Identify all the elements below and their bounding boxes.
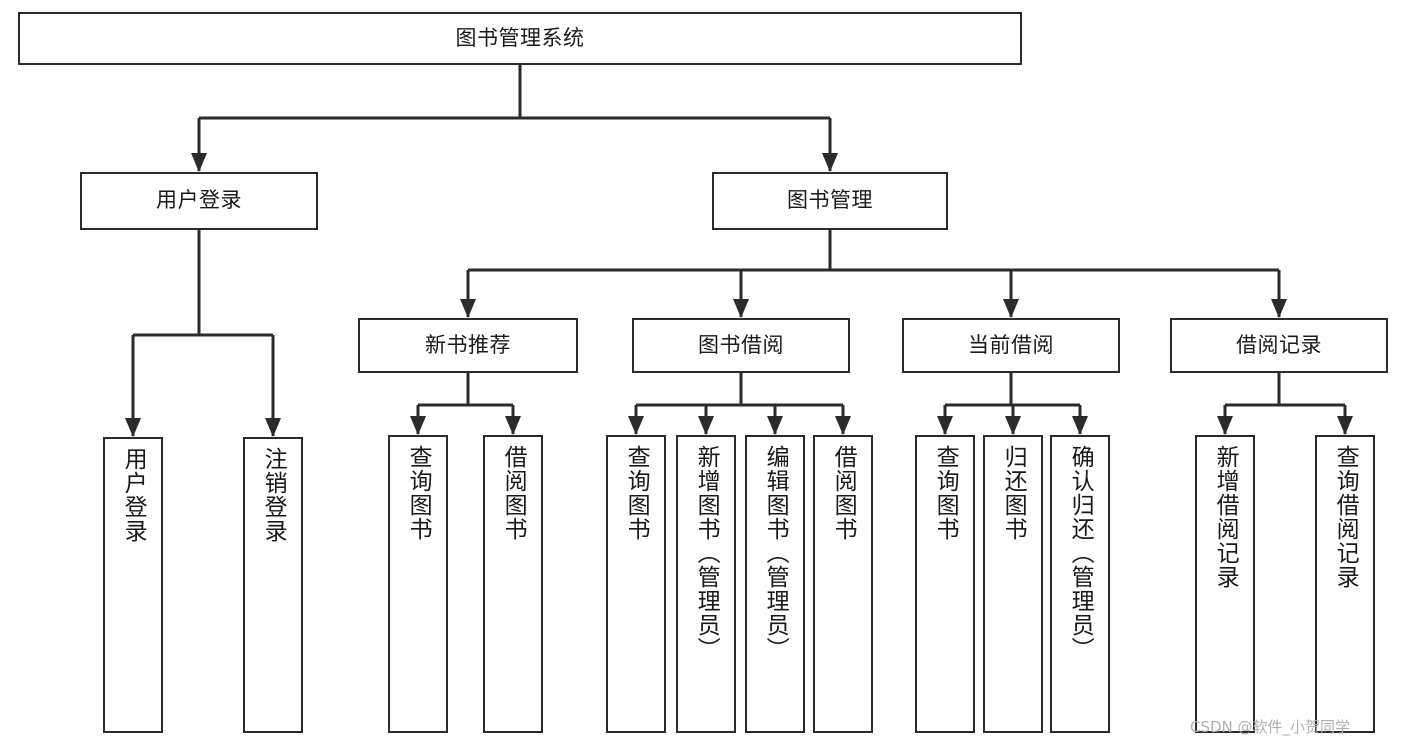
- arrow-icon-bookmanage-to-level3-0: [460, 299, 476, 318]
- node-current-borrow[interactable]: 当前借阅: [902, 318, 1120, 373]
- node-leaf-query-book-current[interactable]: 查询图书: [915, 435, 975, 733]
- node-label-new-book-recommend: 新书推荐: [425, 332, 511, 357]
- node-leaf-query-book-borrow[interactable]: 查询图书: [606, 435, 666, 733]
- node-label-book-borrow: 图书借阅: [698, 332, 784, 357]
- node-leaf-query-book-rec[interactable]: 查询图书: [388, 435, 448, 733]
- arrow-icon-bookmanage-to-level3-1: [733, 299, 749, 318]
- arrow-icon-borrowrecord-to-leaves-1: [1337, 416, 1353, 435]
- node-leaf-confirm-return-admin[interactable]: 确认归还（管理员）: [1050, 435, 1110, 733]
- arrow-icon-currentborrow-to-leaves-0: [937, 416, 953, 435]
- arrow-icon-bookborrow-to-leaves-3: [835, 416, 851, 435]
- arrow-icon-newbook-to-leaves-0: [410, 416, 426, 435]
- node-leaf-borrow-book[interactable]: 借阅图书: [813, 435, 873, 733]
- node-label-leaf-query-borrow-record: 查询借阅记录: [1332, 445, 1359, 589]
- node-label-leaf-edit-book-admin: 编辑图书（管理员）: [762, 445, 789, 661]
- node-book-borrow[interactable]: 图书借阅: [632, 318, 850, 373]
- node-new-book-recommend[interactable]: 新书推荐: [358, 318, 578, 373]
- node-book-manage[interactable]: 图书管理: [712, 172, 948, 230]
- node-user-login[interactable]: 用户登录: [80, 172, 318, 230]
- arrow-icon-bookborrow-to-leaves-0: [628, 416, 644, 435]
- node-leaf-user-login[interactable]: 用户登录: [103, 437, 163, 733]
- node-label-current-borrow: 当前借阅: [968, 332, 1054, 357]
- arrow-icon-userlogin-to-leaves-0: [125, 418, 141, 437]
- node-leaf-logout[interactable]: 注销登录: [243, 437, 303, 733]
- arrow-icon-userlogin-to-leaves-1: [265, 418, 281, 437]
- node-leaf-return-book[interactable]: 归还图书: [983, 435, 1043, 733]
- arrow-icon-bookborrow-to-leaves-2: [767, 416, 783, 435]
- arrow-icon-root-to-level2-0: [191, 153, 207, 172]
- arrow-icon-currentborrow-to-leaves-2: [1072, 416, 1088, 435]
- arrow-icon-bookborrow-to-leaves-1: [698, 416, 714, 435]
- node-label-leaf-borrow-book-rec: 借阅图书: [500, 445, 527, 541]
- arrow-icon-borrowrecord-to-leaves-0: [1217, 416, 1233, 435]
- node-label-leaf-query-book-borrow: 查询图书: [623, 445, 650, 541]
- node-leaf-edit-book-admin[interactable]: 编辑图书（管理员）: [745, 435, 805, 733]
- node-label-leaf-return-book: 归还图书: [1000, 445, 1027, 541]
- node-label-leaf-confirm-return-admin: 确认归还（管理员）: [1067, 445, 1094, 661]
- node-label-user-login: 用户登录: [156, 188, 242, 213]
- node-leaf-add-borrow-record[interactable]: 新增借阅记录: [1195, 435, 1255, 733]
- node-label-borrow-record: 借阅记录: [1236, 332, 1322, 357]
- arrow-icon-newbook-to-leaves-1: [505, 416, 521, 435]
- node-label-leaf-add-borrow-record: 新增借阅记录: [1212, 445, 1239, 589]
- node-label-book-manage: 图书管理: [787, 188, 873, 213]
- node-label-leaf-user-login: 用户登录: [120, 447, 147, 543]
- arrow-icon-bookmanage-to-level3-2: [1003, 299, 1019, 318]
- node-label-leaf-query-book-current: 查询图书: [932, 445, 959, 541]
- node-label-root: 图书管理系统: [455, 25, 585, 50]
- node-leaf-query-borrow-record[interactable]: 查询借阅记录: [1315, 435, 1375, 733]
- node-borrow-record[interactable]: 借阅记录: [1170, 318, 1388, 373]
- node-label-leaf-borrow-book: 借阅图书: [830, 445, 857, 541]
- node-label-leaf-query-book-rec: 查询图书: [405, 445, 432, 541]
- arrow-icon-currentborrow-to-leaves-1: [1005, 416, 1021, 435]
- node-label-leaf-add-book-admin: 新增图书（管理员）: [693, 445, 720, 661]
- node-label-leaf-logout: 注销登录: [260, 447, 287, 543]
- node-leaf-borrow-book-rec[interactable]: 借阅图书: [483, 435, 543, 733]
- csdn-watermark: CSDN @软件_小贺同学: [1190, 718, 1351, 736]
- node-root[interactable]: 图书管理系统: [18, 12, 1022, 65]
- arrow-icon-bookmanage-to-level3-3: [1271, 299, 1287, 318]
- arrow-icon-root-to-level2-1: [822, 153, 838, 172]
- node-leaf-add-book-admin[interactable]: 新增图书（管理员）: [676, 435, 736, 733]
